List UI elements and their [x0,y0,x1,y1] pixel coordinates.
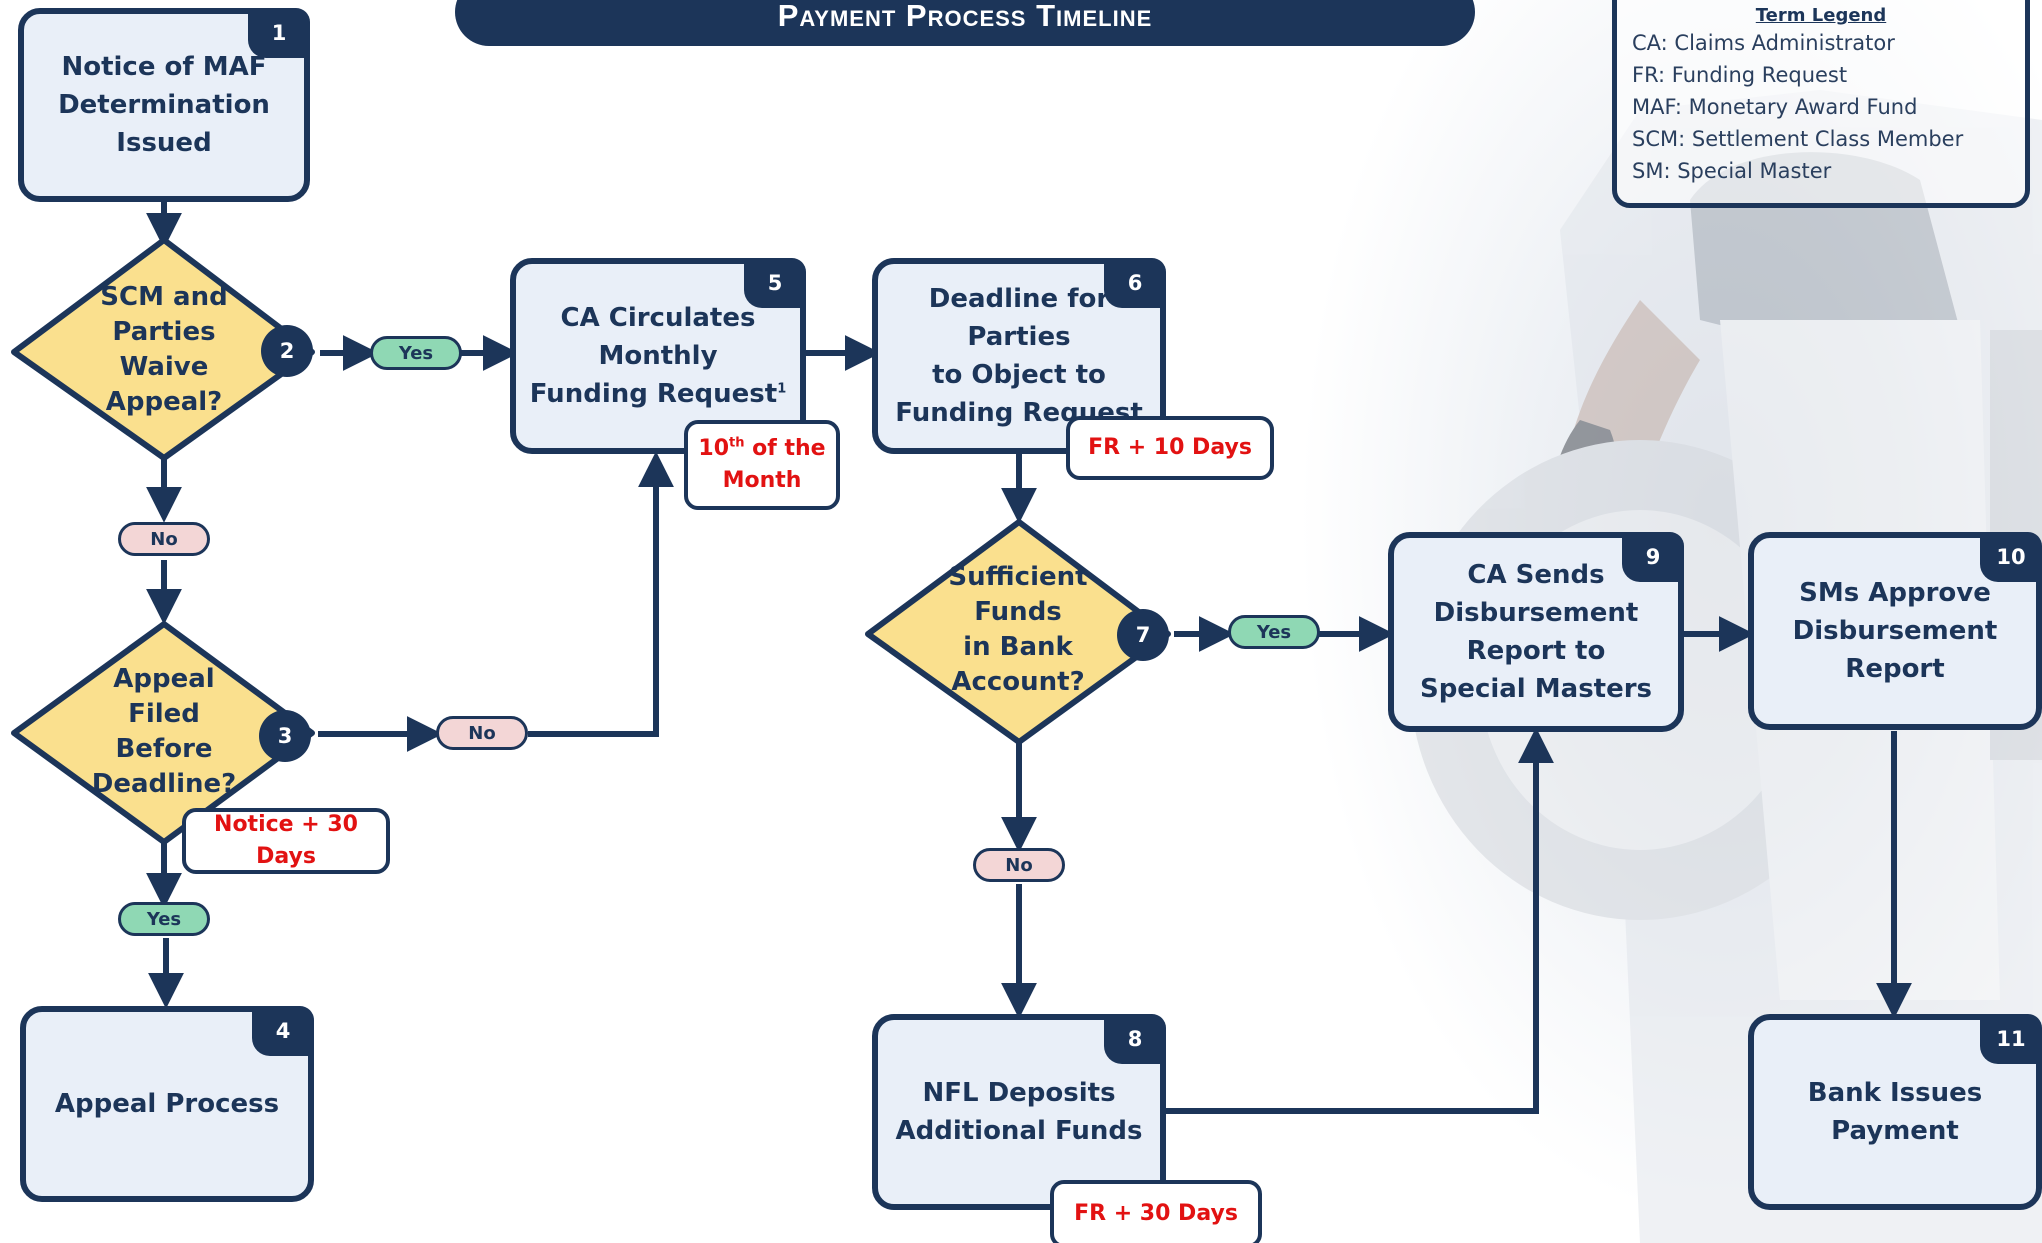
legend-item-ca: CA: Claims Administrator [1632,31,1895,55]
decision-diamond-7 [865,519,1171,745]
yes-label: Yes [1228,615,1320,649]
no-label: No [973,848,1065,882]
timing-fr-30-days: FR + 30 Days [1050,1180,1262,1243]
yes-label: Yes [370,336,462,370]
step-9-box: 9 CA Sends Disbursement Report to Specia… [1388,532,1684,732]
legend-item-sm: SM: Special Master [1632,159,1832,183]
step-number-badge: 8 [1104,1014,1166,1064]
step-number-badge: 10 [1980,532,2042,582]
legend-item-scm: SCM: Settlement Class Member [1632,127,1964,151]
step-number-badge: 5 [744,258,806,308]
step-label: CA Circulates Monthly Funding Request1 [530,299,787,413]
step-2-label: SCM and Parties Waive Appeal? [100,282,228,417]
step-number-badge: 9 [1622,532,1684,582]
footnote-marker: 1 [777,381,787,397]
legend-title: Term Legend [1755,5,1887,26]
step-1-box: 1 Notice of MAF Determination Issued [18,8,310,202]
step-number-badge: 11 [1980,1014,2042,1064]
legend-item-maf: MAF: Monetary Award Fund [1632,95,1918,119]
edge-8-9 [1163,727,1554,1114]
step-8-box: 8 NFL Deposits Additional Funds [872,1014,1166,1210]
no-label: No [436,716,528,750]
no-label: No [118,522,210,556]
step-label: Appeal Process [54,1089,280,1119]
step-4-box: 4 Appeal Process [20,1006,314,1202]
step-number-badge: 6 [1104,258,1166,308]
timing-fr-10-days: FR + 10 Days [1066,416,1274,480]
step-label: Notice of MAF Determination Issued [58,52,270,158]
step-3-number: 3 [259,710,311,762]
step-3-label: Appeal Filed Before Deadline? [91,664,237,799]
step-2-number: 2 [261,325,313,377]
step-10-box: 10 SMs Approve Disbursement Report [1748,532,2042,730]
decision-diamond-2 [11,237,315,461]
edge-no-5 [528,451,674,737]
step-number-badge: 1 [248,8,310,58]
step-label-text: CA Circulates Monthly Funding Request [529,303,778,409]
step-11-box: 11 Bank Issues Payment [1748,1014,2042,1210]
step-label: Deadline for Parties to Object to Fundin… [895,284,1143,428]
step-number-badge: 4 [252,1006,314,1056]
term-legend: Term Legend CA: Claims Administrator FR:… [1612,0,2030,208]
step-label: NFL Deposits Additional Funds [895,1078,1143,1146]
step-7-label: Sufficient Funds in Bank Account? [948,562,1088,697]
decision-diamond-3 [11,621,315,845]
step-label: CA Sends Disbursement Report to Special … [1419,560,1653,704]
step-label: SMs Approve Disbursement Report [1792,578,1998,684]
step-label: Bank Issues Payment [1807,1078,1983,1146]
legend-item-fr: FR: Funding Request [1632,63,1848,87]
yes-label: Yes [118,902,210,936]
step-7-number: 7 [1117,609,1169,661]
page-title: Payment Process Timeline [455,0,1475,46]
timing-notice-30-days: Notice + 30 Days [182,808,390,874]
